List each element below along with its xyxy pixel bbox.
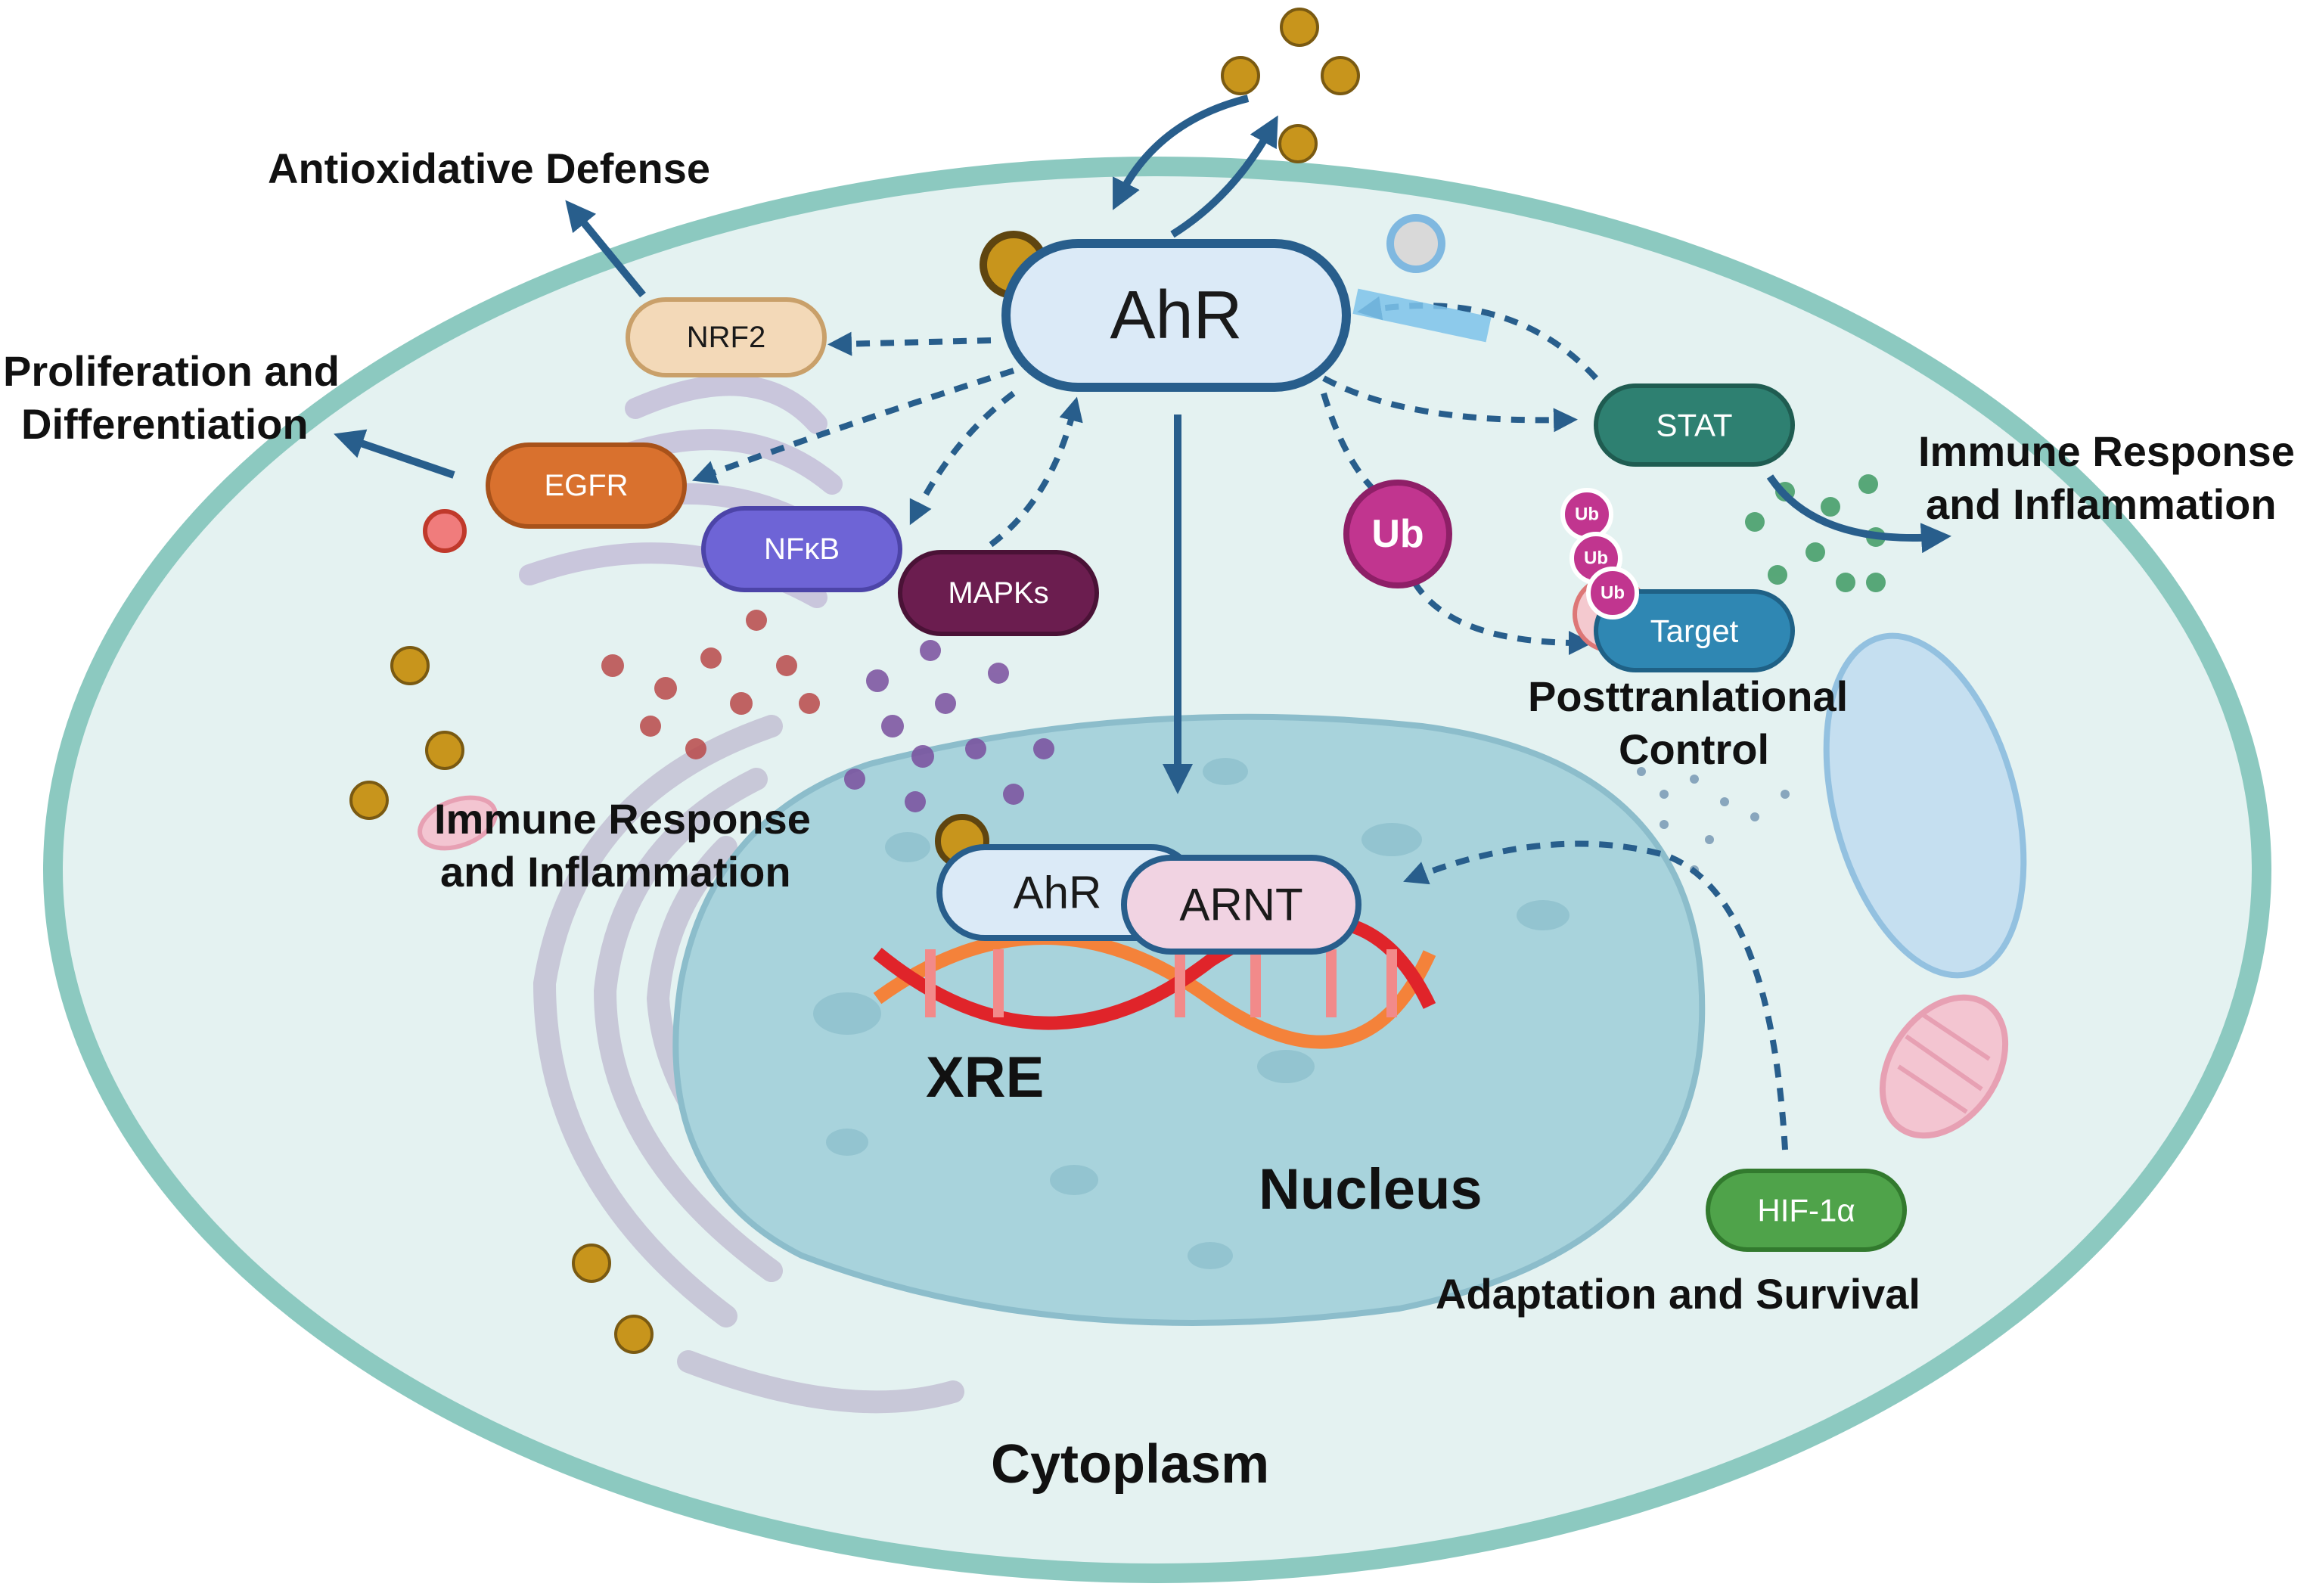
mitochondrion-right [1879, 994, 2009, 1139]
label-immune-left-2: and Inflammation [440, 848, 791, 896]
arrow-ligand-to-ahr [1113, 95, 1250, 210]
vesicle [1386, 214, 1445, 273]
signal-particles-purple [844, 640, 1054, 812]
vacuole [1823, 632, 2027, 979]
stat-label: STAT [1656, 408, 1732, 443]
nucleus-spots [813, 758, 1569, 1269]
label-xre: XRE [926, 1045, 1044, 1110]
ub-label: Ub [1371, 512, 1424, 556]
nrf2-label: NRF2 [687, 321, 765, 354]
ahr-label: AhR [1110, 278, 1242, 353]
mapks-label: MAPKs [948, 576, 1048, 610]
ligand-dots [349, 8, 1360, 1354]
egfr-label: EGFR [544, 469, 628, 502]
ahr-nuclear-label: AhR [1014, 868, 1102, 918]
arrow-ahr-to-nfkb [909, 390, 1016, 526]
label-cytoplasm: Cytoplasm [991, 1434, 1269, 1495]
label-proliferation-2: Differentiation [21, 400, 309, 448]
dashed-arrows [691, 296, 1788, 1150]
arrow-stat-to-ahr [1357, 296, 1598, 380]
arrow-ahr-to-nrf2 [827, 331, 992, 356]
nfkb-node: NFκB [701, 506, 902, 592]
solid-arrows [334, 95, 1951, 794]
hif1a-node: HIF-1α [1706, 1169, 1907, 1252]
ub-chain-label-1: Ub [1575, 505, 1599, 525]
egfr-node: EGFR [486, 442, 687, 529]
ahr-node: AhR [1001, 239, 1351, 392]
label-proliferation-1: Proliferation and [3, 347, 340, 395]
target-label: Target [1650, 613, 1739, 649]
arrow-ahr-to-ligand [1170, 115, 1278, 238]
label-posttranslational-1: Posttranlational [1528, 672, 1848, 720]
arrow-ub-to-target [1411, 580, 1593, 655]
arrow-nrf2-to-antioxidative [565, 200, 646, 298]
ub-chain-label-3: Ub [1601, 583, 1625, 604]
arrow-hif1a-to-arnt [1403, 840, 1788, 1150]
arrow-ahr-to-stat [1322, 375, 1578, 433]
arrow-egfr-to-proliferation [334, 429, 455, 479]
label-antioxidative: Antioxidative Defense [268, 144, 710, 192]
ub-node: Ub [1343, 480, 1452, 588]
hif1a-label: HIF-1α [1757, 1193, 1855, 1228]
signal-particles-red [601, 610, 820, 759]
red-granule [423, 509, 467, 553]
mapks-node: MAPKs [898, 550, 1099, 636]
label-posttranslational-2: Control [1619, 725, 1769, 773]
arrow-stat-to-immune [1766, 474, 1951, 554]
arrow-mapks-to-ahr [989, 396, 1083, 548]
nfkb-label: NFκB [764, 533, 840, 566]
receptor-band [1352, 288, 1492, 343]
ub-chain: Ub Ub Ub [1560, 488, 1639, 619]
mitochondrion-left [418, 795, 498, 851]
ub-chain-label-2: Ub [1584, 548, 1608, 569]
label-immune-right-2: and Inflammation [1926, 480, 2277, 528]
nrf2-node: NRF2 [626, 297, 827, 377]
label-adaptation: Adaptation and Survival [1436, 1270, 1920, 1318]
dna-xre [873, 914, 1436, 1049]
label-nucleus: Nucleus [1259, 1157, 1483, 1222]
label-immune-right-1: Immune Response [1918, 427, 2295, 475]
label-immune-left-1: Immune Response [434, 795, 811, 843]
arnt-label: ARNT [1179, 880, 1302, 930]
ahr-arnt-complex: AhR ARNT [936, 844, 1361, 955]
stat-node: STAT [1594, 383, 1795, 467]
